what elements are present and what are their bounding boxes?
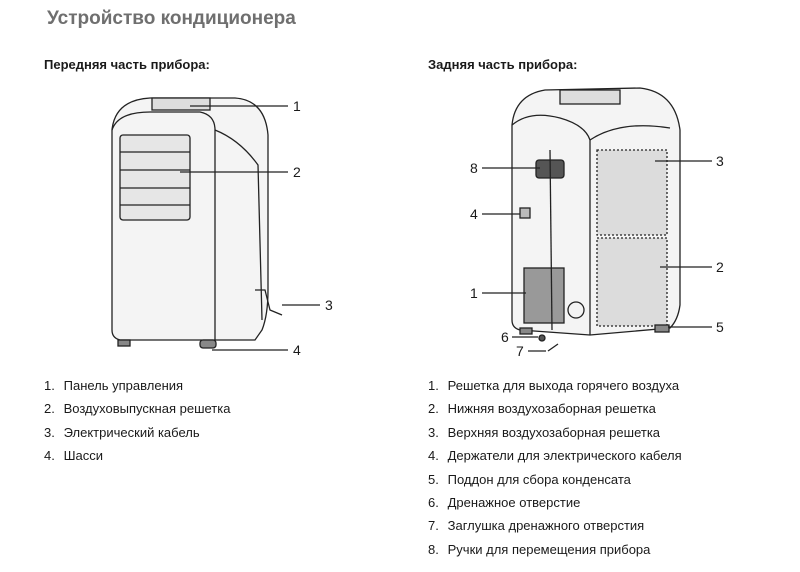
- list-item: 4. Шасси: [44, 444, 230, 467]
- item-label: Заглушка дренажного отверстия: [447, 518, 645, 534]
- back-callout-2: 2: [716, 259, 724, 275]
- front-callout-4: 4: [293, 342, 301, 358]
- back-callout-4: 4: [470, 206, 478, 222]
- list-item: 7. Заглушка дренажного отверстия: [428, 514, 682, 537]
- back-callout-5: 5: [716, 319, 724, 335]
- back-unit-illustration: [482, 87, 712, 352]
- item-number: 4.: [428, 448, 439, 464]
- back-parts-list: 1. Решетка для выхода горячего воздуха 2…: [428, 374, 682, 561]
- front-unit-illustration: [111, 97, 320, 351]
- item-label: Дренажное отверстие: [447, 494, 581, 510]
- item-number: 8.: [428, 541, 439, 557]
- front-callout-3: 3: [325, 297, 333, 313]
- item-number: 7.: [428, 518, 439, 534]
- item-label: Ручки для перемещения прибора: [447, 541, 651, 557]
- item-label: Верхняя воздухозаборная решетка: [447, 424, 661, 440]
- list-item: 1. Панель управления: [44, 374, 230, 397]
- item-number: 1.: [428, 378, 439, 393]
- item-label: Держатели для электрического кабеля: [447, 448, 682, 464]
- item-number: 3.: [428, 424, 439, 440]
- front-callout-2: 2: [293, 164, 301, 180]
- list-item: 5. Поддон для сбора конденсата: [428, 468, 682, 491]
- back-callout-6: 6: [501, 329, 509, 345]
- item-label: Решетка для выхода горячего воздуха: [447, 378, 680, 393]
- item-label: Панель управления: [63, 378, 184, 393]
- item-label: Шасси: [63, 448, 104, 464]
- back-callout-8: 8: [470, 160, 478, 176]
- list-item: 2. Воздуховыпускная решетка: [44, 397, 230, 420]
- item-number: 2.: [428, 401, 439, 417]
- item-number: 5.: [428, 471, 439, 487]
- front-callout-1: 1: [293, 98, 301, 114]
- item-label: Воздуховыпускная решетка: [63, 401, 231, 417]
- item-number: 4.: [44, 448, 55, 464]
- list-item: 6. Дренажное отверстие: [428, 491, 682, 514]
- item-label: Поддон для сбора конденсата: [447, 471, 631, 487]
- back-callout-7: 7: [516, 343, 524, 359]
- item-label: Нижняя воздухозаборная решетка: [447, 401, 656, 417]
- list-item: 8. Ручки для перемещения прибора: [428, 538, 682, 561]
- back-callout-1: 1: [470, 285, 478, 301]
- list-item: 2. Нижняя воздухозаборная решетка: [428, 397, 682, 420]
- list-item: 1. Решетка для выхода горячего воздуха: [428, 374, 682, 397]
- item-number: 2.: [44, 401, 55, 417]
- list-item: 3. Электрический кабель: [44, 421, 230, 444]
- item-number: 3.: [44, 424, 55, 440]
- item-label: Электрический кабель: [63, 424, 200, 440]
- list-item: 3. Верхняя воздухозаборная решетка: [428, 421, 682, 444]
- item-number: 1.: [44, 378, 55, 393]
- page-title: Устройство кондиционера: [47, 8, 296, 29]
- item-number: 6.: [428, 494, 439, 510]
- back-callout-3: 3: [716, 153, 724, 169]
- back-heading: Задняя часть прибора:: [428, 57, 578, 72]
- front-parts-list: 1. Панель управления 2. Воздуховыпускная…: [44, 374, 230, 468]
- front-heading: Передняя часть прибора:: [44, 57, 210, 72]
- list-item: 4. Держатели для электрического кабеля: [428, 444, 682, 467]
